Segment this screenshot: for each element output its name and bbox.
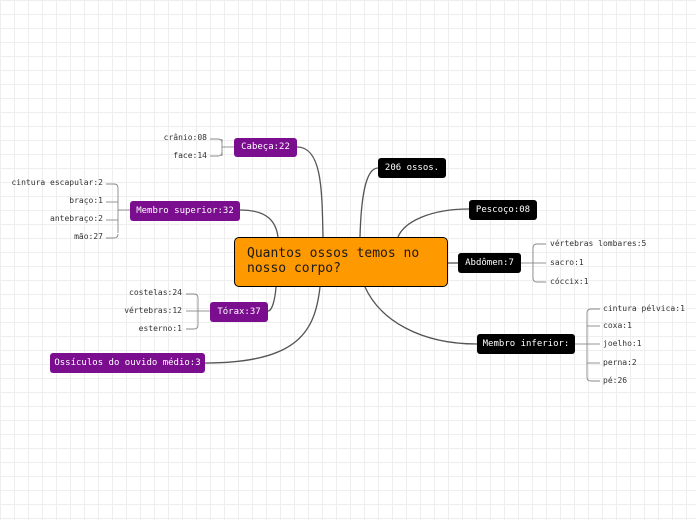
leaf-perna[interactable]: perna:2: [603, 358, 637, 367]
leaf-cranio[interactable]: crânio:08: [163, 133, 207, 142]
leaf-joelho[interactable]: joelho:1: [603, 339, 642, 348]
leaf-mao[interactable]: mão:27: [74, 232, 103, 241]
leaf-face[interactable]: face:14: [173, 151, 207, 160]
leaf-cintura-escapular[interactable]: cintura escapular:2: [11, 178, 103, 187]
leaf-sacro[interactable]: sacro:1: [550, 258, 584, 267]
leaf-costelas[interactable]: costelas:24: [129, 288, 182, 297]
leaf-cintura-pelvica[interactable]: cintura pélvica:1: [603, 304, 685, 313]
leaf-pe[interactable]: pé:26: [603, 376, 628, 385]
node-membro-inferior[interactable]: Membro inferior:: [477, 334, 575, 354]
node-cabeca[interactable]: Cabeça:22: [234, 138, 297, 157]
leaf-braco[interactable]: braço:1: [69, 196, 103, 205]
node-total-ossos[interactable]: 206 ossos.: [378, 158, 446, 178]
leaf-antebraco[interactable]: antebraço:2: [50, 214, 103, 223]
node-abdomen[interactable]: Abdômen:7: [458, 253, 521, 273]
leaf-coxa[interactable]: coxa:1: [603, 321, 632, 330]
leaf-vertebras-lombares[interactable]: vértebras lombares:5: [550, 239, 647, 248]
leaf-esterno[interactable]: esterno:1: [138, 324, 182, 333]
node-membro-superior[interactable]: Membro superior:32: [130, 201, 240, 221]
node-torax[interactable]: Tórax:37: [210, 302, 268, 322]
central-topic[interactable]: Quantos ossos temos no nosso corpo?: [234, 237, 448, 287]
leaf-coccix[interactable]: cóccix:1: [550, 277, 589, 286]
node-ossiculos[interactable]: Ossículos do ouvido médio:3: [50, 353, 205, 373]
node-pescoco[interactable]: Pescoço:08: [469, 200, 537, 220]
leaf-vertebras[interactable]: vértebras:12: [124, 306, 182, 315]
